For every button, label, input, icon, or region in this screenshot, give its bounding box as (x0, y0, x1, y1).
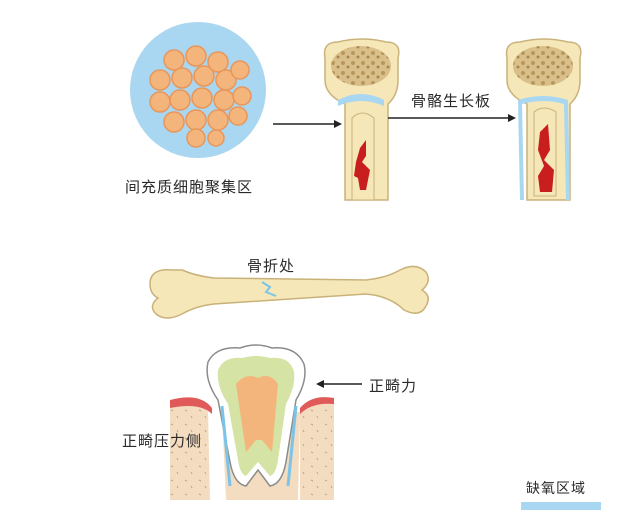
legend-hypoxia-label: 缺氧区域 (526, 478, 586, 498)
mesenchymal-cell-cluster (130, 22, 266, 158)
growing-bone-1 (325, 39, 399, 200)
arrow-growth-plate (388, 114, 516, 122)
label-orthodontic-force: 正畸力 (369, 375, 417, 396)
growing-bone-2 (507, 39, 581, 200)
tooth-diagram (170, 345, 334, 500)
label-mesenchymal-cluster: 间充质细胞聚集区 (125, 176, 253, 197)
arrow-orthodontic-force (316, 380, 362, 388)
label-growth-plate: 骨骼生长板 (411, 90, 491, 111)
legend-hypoxia-swatch (521, 502, 601, 510)
label-fracture-site: 骨折处 (247, 255, 295, 276)
arrow-cluster-to-bone (273, 120, 342, 128)
label-pressure-side: 正畸压力侧 (122, 430, 202, 451)
